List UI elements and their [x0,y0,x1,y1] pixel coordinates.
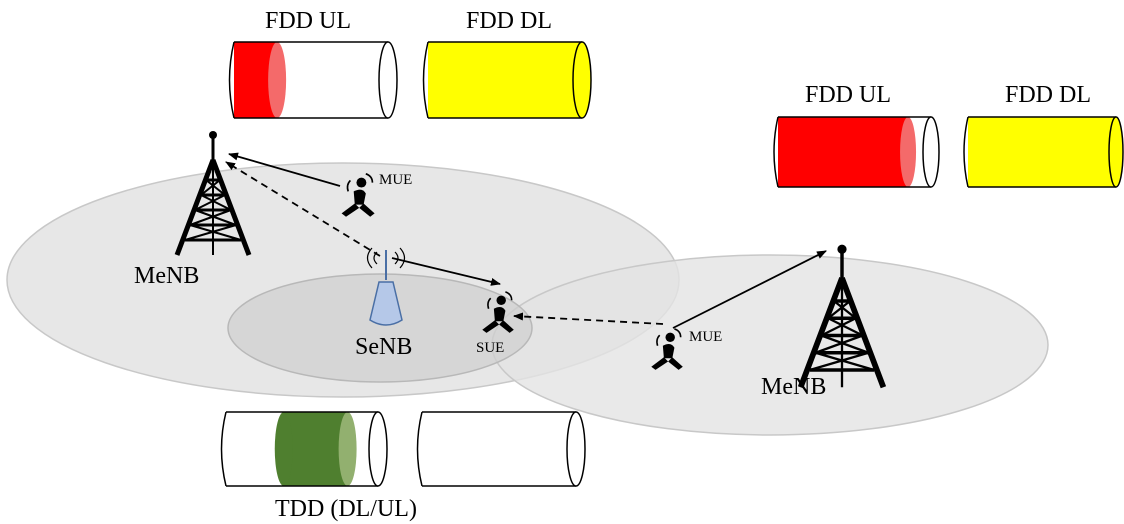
ul-fill-edge [900,117,917,187]
tdd-fill-start [274,412,293,486]
fdd-dl-right-label: FDD DL [1005,82,1091,108]
link-mue-right-to-menb [672,250,827,329]
fdd-ul-right-label: FDD UL [805,82,891,108]
tdd-fill-edge [338,412,357,486]
channel-tdd-right [416,411,586,487]
link-mue-right-to-sue-dashed [513,312,664,325]
link-sue-to-menb-dashed [225,161,381,257]
channel-fdd-ul-left [228,41,398,119]
mue-left-label: MUE [379,172,412,188]
dl-fill [428,42,582,118]
tdd-fill [283,412,348,486]
senb-label: SeNB [355,334,412,360]
menb-right-label: MeNB [761,374,826,400]
menb-left-label: MeNB [134,263,199,289]
link-mue-left-to-menb [228,152,341,187]
link-senb-to-sue [391,257,501,286]
dl-cap [572,41,592,119]
dl-cap [1108,116,1124,188]
fdd-ul-left-label: FDD UL [265,8,351,34]
tdd-label: TDD (DL/UL) [275,496,417,522]
channel-fdd-ul-right [773,116,940,188]
mue-right-label: MUE [689,329,722,345]
senb-antenna-icon [366,247,406,326]
ul-fill [778,117,909,187]
channel-tdd-left [220,411,388,487]
channel-fdd-dl-left [422,41,592,119]
dl-fill [968,117,1116,187]
ul-fill-edge [268,42,287,118]
channel-fdd-dl-right [963,116,1124,188]
sue-label: SUE [476,340,504,356]
macro-cell-right [491,254,1049,436]
small-cell [227,273,533,383]
fdd-dl-left-label: FDD DL [466,8,552,34]
